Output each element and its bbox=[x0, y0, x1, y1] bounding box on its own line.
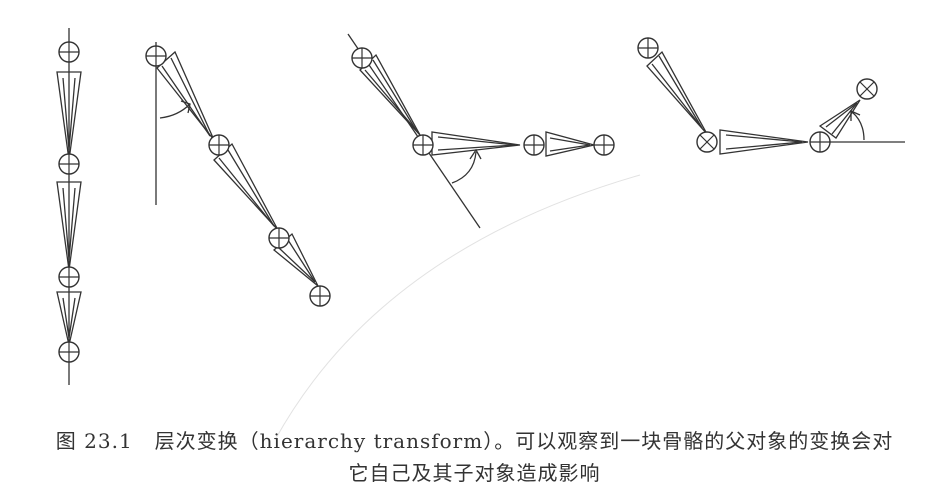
panel-3-reference-line bbox=[347, 33, 481, 229]
joint bbox=[523, 134, 545, 156]
joint bbox=[412, 134, 434, 156]
joint bbox=[309, 285, 331, 307]
figure-caption-continued: 它自己及其子对象造成影响 bbox=[0, 457, 949, 486]
joint bbox=[809, 131, 831, 153]
joint bbox=[856, 78, 878, 100]
joint bbox=[208, 134, 230, 156]
joint bbox=[58, 266, 80, 288]
bone-3 bbox=[545, 131, 595, 157]
caption-line-1: 层次变换（hierarchy transform）。可以观察到一块骨骼的父对象的… bbox=[154, 429, 894, 453]
joint bbox=[696, 131, 718, 153]
joint bbox=[145, 45, 167, 67]
bone-2 bbox=[719, 129, 809, 155]
caption-line-2: 它自己及其子对象造成影响 bbox=[348, 461, 601, 485]
figure-caption: 图 23.1 层次变换（hierarchy transform）。可以观察到一块骨… bbox=[0, 425, 949, 454]
joint bbox=[637, 37, 659, 59]
bone-3 bbox=[56, 291, 82, 346]
bone-1 bbox=[156, 50, 215, 141]
joint bbox=[58, 41, 80, 63]
rotation-arrowhead bbox=[850, 109, 861, 121]
panel-2-rotated-chain bbox=[155, 42, 319, 287]
figure-label: 图 23.1 bbox=[55, 429, 133, 453]
joint bbox=[268, 227, 290, 249]
joint bbox=[351, 47, 373, 69]
rotation-arc bbox=[159, 103, 191, 119]
bone-2 bbox=[56, 181, 82, 271]
joint bbox=[58, 341, 80, 363]
rotation-arc bbox=[451, 151, 477, 184]
panel-1-straight-chain bbox=[56, 28, 82, 385]
rotation-arrowhead bbox=[180, 100, 191, 114]
bone-1 bbox=[646, 50, 708, 135]
panel-4-end-bone-rotated bbox=[646, 50, 905, 155]
bone-3 bbox=[818, 99, 861, 139]
bone-1 bbox=[56, 71, 82, 161]
rotation-arc bbox=[851, 111, 865, 141]
joint bbox=[58, 153, 80, 175]
rotation-arrowhead bbox=[469, 148, 482, 160]
panel-3-middle-joint-rotated bbox=[347, 33, 595, 229]
joint bbox=[593, 134, 615, 156]
